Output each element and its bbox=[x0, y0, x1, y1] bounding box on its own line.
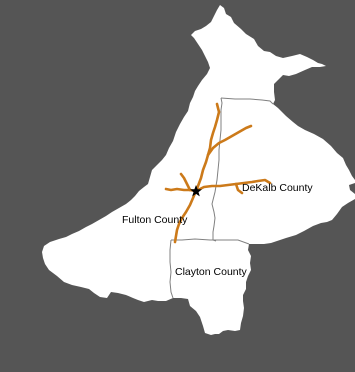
fulton-county-label: Fulton County bbox=[122, 214, 188, 226]
county-land-area bbox=[42, 5, 355, 335]
route-northeast-branch bbox=[206, 124, 253, 157]
route-north-branch bbox=[194, 102, 221, 193]
route-south-branch bbox=[173, 189, 198, 244]
clayton-west-boundary bbox=[169, 239, 174, 299]
dekalb-county-label: DeKalb County bbox=[242, 182, 313, 194]
clayton-county-label: Clayton County bbox=[175, 266, 248, 278]
route-network bbox=[164, 102, 272, 244]
fulton-dekalb-boundary bbox=[211, 97, 223, 242]
route-southeast-spur bbox=[234, 182, 244, 195]
clayton-north-boundary bbox=[171, 238, 250, 245]
dekalb-north-boundary bbox=[220, 97, 274, 105]
star-icon bbox=[190, 185, 202, 197]
route-northwest-spur bbox=[179, 172, 192, 192]
